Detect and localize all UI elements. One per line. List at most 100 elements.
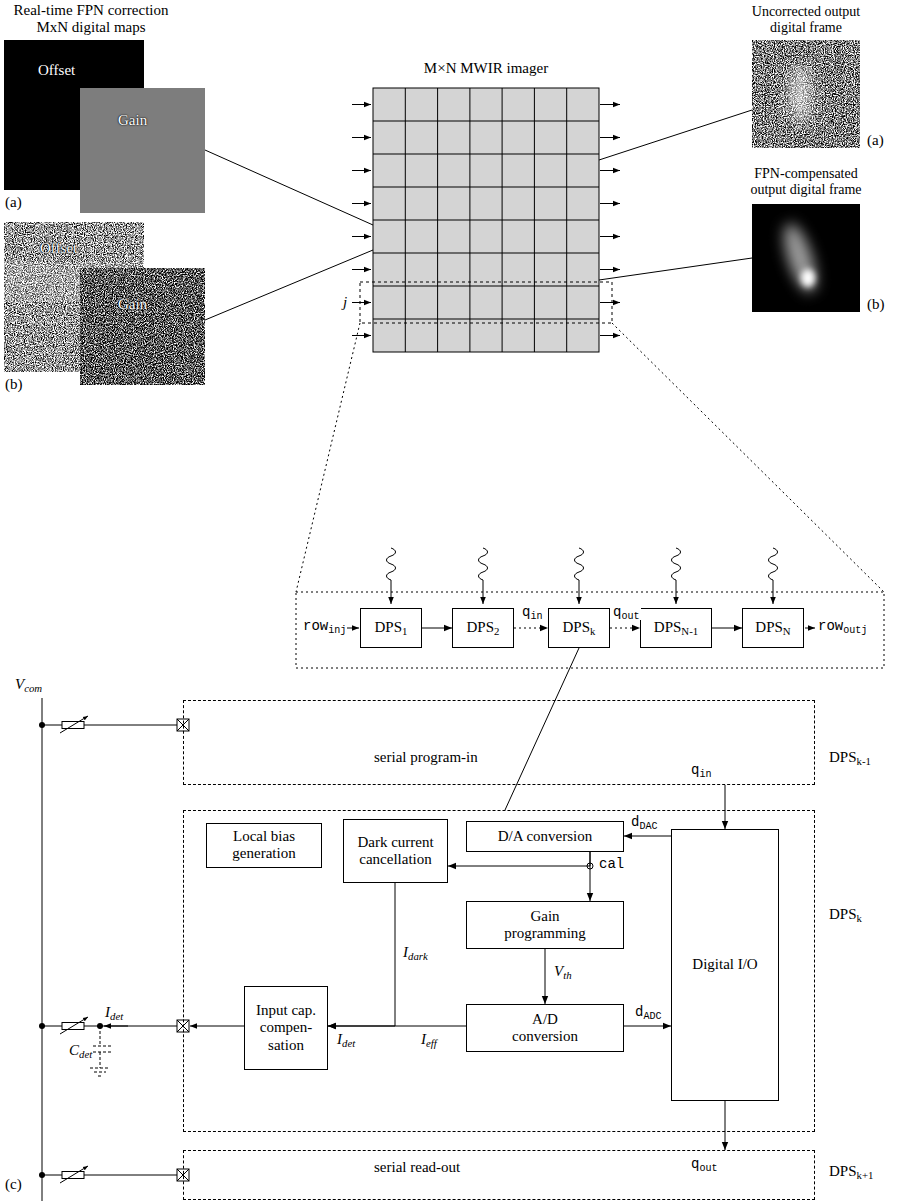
panel-letter: (c) (4, 1176, 23, 1193)
row-output-arrow (600, 236, 620, 237)
circuit-block: Input cap. compen- sation (244, 986, 328, 1070)
map-tile: Gain (80, 88, 205, 213)
gain-map (80, 88, 205, 213)
edge-label: dADC (634, 1004, 663, 1020)
signal-name: Idet (104, 1004, 124, 1021)
gain-map (80, 268, 205, 385)
edge-label: dDAC (630, 814, 659, 830)
node-label: Offset (38, 62, 75, 79)
row-out-arrow (805, 628, 815, 629)
subscript: in (530, 611, 542, 622)
circuit-block: Dark current cancellation (343, 819, 448, 883)
text-part: DPS (654, 619, 682, 635)
figure-title: Real-time FPN correction MxN digital map… (4, 2, 178, 37)
signal-name: rowoutj (817, 618, 868, 634)
node-label: DPSN-1 (654, 619, 698, 636)
photon-arrow (672, 548, 681, 604)
imager-array: M×N MWIR imager (373, 60, 599, 354)
detector-arrow (60, 716, 88, 733)
hot-spot (777, 220, 822, 296)
subscript: det (79, 1048, 92, 1060)
subscript: in (699, 769, 711, 780)
connector (514, 628, 548, 629)
subscript: eff (426, 1037, 437, 1049)
panel-letter: (b) (866, 296, 886, 313)
text-part: I (105, 1004, 110, 1020)
group-label: M×N MWIR imager (373, 60, 599, 77)
node-label: DPS2 (467, 619, 500, 636)
current-arrow (104, 1026, 128, 1027)
connector (624, 1026, 671, 1027)
subscript: th (563, 969, 571, 981)
connector (610, 628, 640, 629)
subscript: 2 (494, 626, 499, 638)
photon-arrow (769, 548, 778, 604)
uncorrected-frame (752, 40, 860, 148)
row-index: j (342, 294, 348, 311)
row-output-arrow (600, 335, 620, 336)
frame-blob (789, 64, 811, 124)
frame-image: Uncorrected output digital frame (752, 4, 860, 148)
group-label: DPSk+1 (829, 1163, 873, 1180)
subscript: ADC (643, 1011, 661, 1022)
group-label: serial program-in (374, 749, 478, 766)
connector (205, 150, 373, 225)
component-name: Cdet (68, 1042, 93, 1059)
subscript: N-1 (681, 626, 698, 638)
row-in-arrow (347, 628, 359, 629)
subscript: k (590, 626, 595, 638)
text-part: I (421, 1031, 426, 1047)
text-part: C (69, 1042, 79, 1058)
pixel-block: DPS1 (360, 608, 422, 648)
connector (599, 110, 752, 160)
detector-arrow (60, 1166, 88, 1183)
text-part: row (303, 618, 328, 634)
node-label: A/D conversion (505, 1011, 585, 1046)
group-label: serial read-out (374, 1159, 460, 1176)
node-label: Gain (118, 112, 147, 129)
pixel-block: DPS2 (452, 608, 514, 648)
text-part: row (818, 618, 843, 634)
panel-letter: (b) (4, 376, 24, 393)
node-label: Gain programming (499, 908, 591, 943)
row-output-arrow (600, 104, 620, 105)
node-label: DPSN (755, 619, 790, 636)
text-part: d (635, 1004, 643, 1020)
node-label: Input cap. compen- sation (251, 1002, 321, 1054)
node-label: Digital I/O (692, 956, 757, 973)
row-output-arrow (600, 302, 620, 303)
node-label: Offset (40, 240, 77, 257)
subscript: N (783, 626, 791, 638)
text-part: DPS (467, 619, 495, 635)
connector (599, 258, 752, 280)
connector (205, 250, 373, 320)
text-part: DPS (829, 749, 857, 765)
subscript: det (110, 1010, 123, 1022)
subscript: out (699, 1163, 717, 1174)
subscript: out (621, 611, 639, 622)
row-output-arrow (600, 269, 620, 270)
subscript: dark (408, 950, 428, 962)
zoom-lines (296, 323, 884, 592)
connector (712, 628, 742, 629)
text-part: DPS (375, 619, 403, 635)
subscript: det (342, 1037, 355, 1049)
row-input-arrow (352, 302, 371, 303)
group-label: FPN-compensated output digital frame (738, 166, 874, 198)
edge-label: qout (612, 604, 641, 620)
subscript: DAC (639, 821, 657, 832)
signal-name: cal (598, 856, 625, 872)
connector (422, 628, 452, 629)
pixel-group: DPSkLocal bias generationDark current ca… (183, 810, 815, 1132)
pixel-block: DPSN (742, 608, 804, 648)
circuit-block: Local bias generation (206, 823, 322, 868)
signal-name: Idet (336, 1031, 356, 1048)
connector (505, 648, 579, 810)
edge-label: qin (521, 604, 544, 620)
text-part: DPS (829, 1163, 857, 1179)
circuit-block: A/D conversion (466, 1004, 624, 1052)
group-label: DPSk (829, 906, 862, 923)
connector (725, 1101, 726, 1150)
map-tile: Gain (80, 268, 205, 385)
